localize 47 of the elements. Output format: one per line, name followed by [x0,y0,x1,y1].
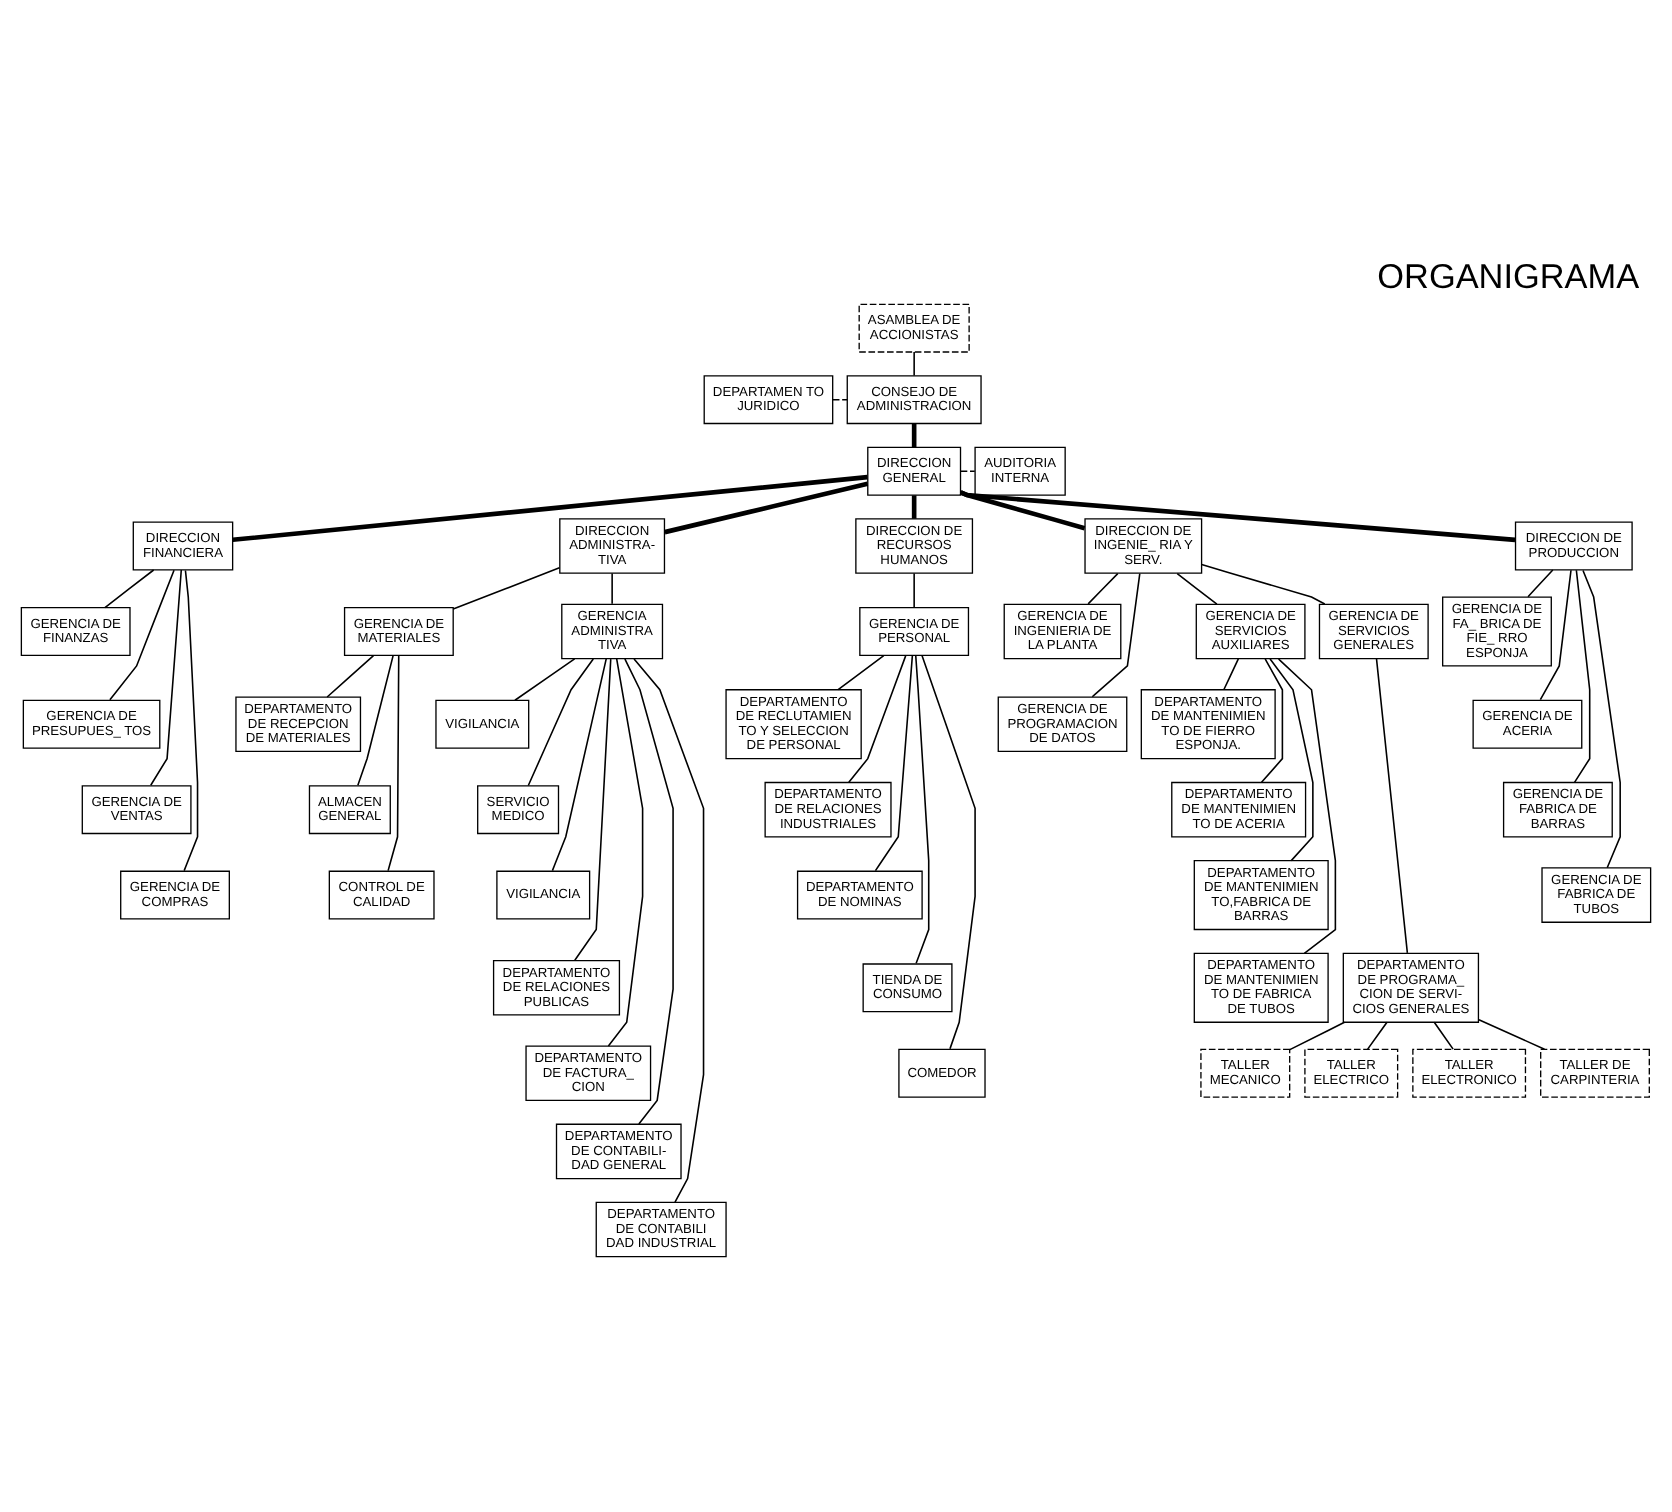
connector [1087,572,1119,605]
connector [911,495,917,519]
connector [527,658,595,787]
connector [326,654,375,698]
connector [149,569,183,787]
connector [551,657,608,872]
connector [1176,572,1218,605]
connector [874,654,914,872]
connector [914,655,930,965]
connector [959,490,1516,543]
connector [573,658,612,962]
connector [1433,1021,1454,1050]
connector [1375,658,1409,954]
connector [911,423,917,448]
connector [387,654,400,872]
diagram-title: ORGANIGRAMA [1377,256,1640,297]
connector [913,351,915,377]
connector [1277,658,1337,955]
connector [1260,658,1284,784]
connector [232,474,868,543]
connector [837,654,885,691]
connector [913,572,915,608]
connector [1539,569,1572,701]
connector [624,658,674,1125]
connector [664,481,869,535]
connector [848,655,907,784]
connector [959,470,976,472]
connector [633,658,705,1203]
connector [1269,658,1314,862]
connector [109,569,175,701]
connector [514,658,576,702]
connector [1582,569,1621,869]
connector [832,398,848,401]
connector [607,657,644,1047]
connector [1366,1021,1388,1050]
connector [452,567,561,610]
connector [1223,658,1240,691]
connector [183,569,199,872]
connector [1573,569,1591,784]
connector [921,654,976,1050]
connector [1091,572,1141,698]
connector [357,655,394,787]
connector [1527,569,1554,598]
connector [1478,1018,1546,1050]
connector [1200,563,1326,605]
connector [611,572,613,605]
connector [104,569,155,609]
